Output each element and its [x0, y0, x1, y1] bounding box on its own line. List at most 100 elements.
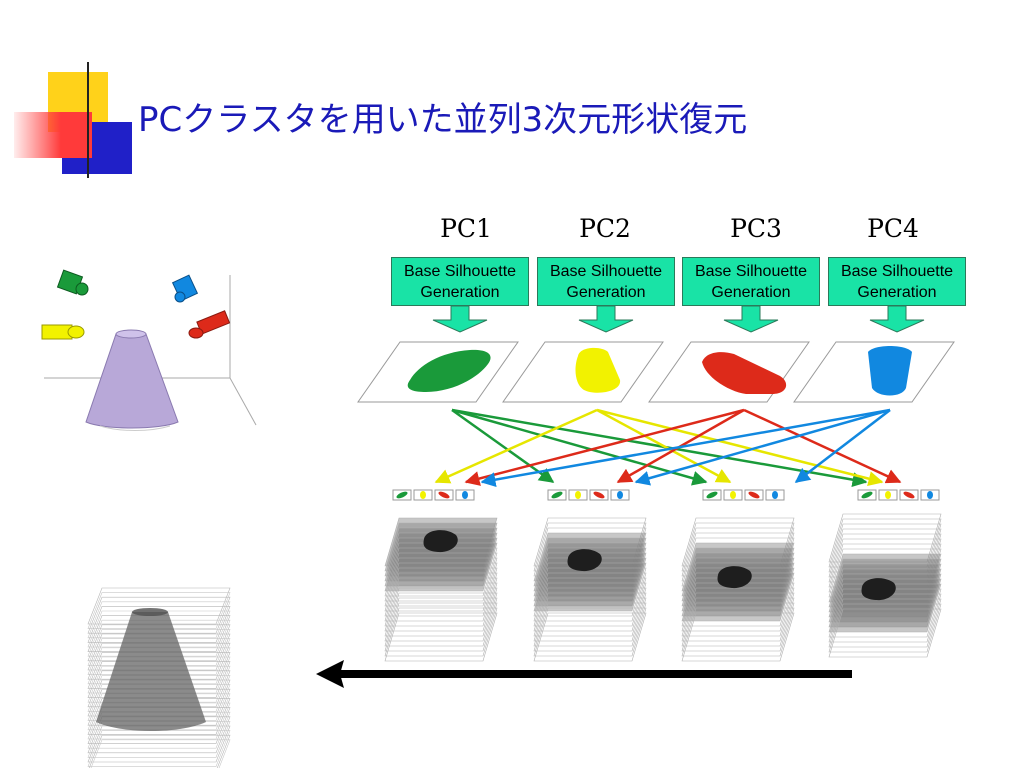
- pc2-label: PC2: [579, 214, 631, 243]
- slice: [681, 527, 795, 577]
- slice: [384, 572, 498, 622]
- pc3-label: PC3: [730, 214, 782, 243]
- slice: [533, 542, 647, 592]
- slice: [828, 538, 942, 588]
- slice: [828, 553, 942, 603]
- plane-2: [502, 341, 664, 403]
- slice: [384, 577, 498, 627]
- slice: [533, 567, 647, 617]
- slice: [533, 602, 647, 652]
- slice: [681, 522, 795, 572]
- down-arrows: [432, 305, 925, 333]
- slice: [828, 513, 942, 563]
- result-slice: [88, 734, 231, 768]
- result-slice: [87, 707, 231, 744]
- slice: [828, 578, 942, 628]
- slice: [681, 547, 795, 597]
- slice: [384, 537, 498, 587]
- plane-4: [793, 341, 955, 403]
- result-slice: [87, 633, 231, 671]
- slice: [533, 612, 647, 662]
- pc3-box-line2: Generation: [711, 284, 791, 301]
- thumb-row-2: [547, 489, 630, 501]
- ground-shadow: [99, 425, 171, 431]
- slice: [533, 577, 647, 627]
- result-slice: [87, 684, 231, 721]
- pc2-box-line1: Base Silhouette: [549, 263, 663, 280]
- slice: [384, 582, 498, 632]
- thumb-row-1: [392, 489, 475, 501]
- slice: [533, 557, 647, 607]
- slice: [828, 568, 942, 618]
- camera-green-icon: [56, 269, 89, 296]
- slice: [533, 522, 647, 572]
- slice: [533, 592, 647, 642]
- slice: [681, 577, 795, 627]
- result-slice: [87, 688, 231, 726]
- down-arrow-4: [869, 305, 925, 333]
- red-arrows: [464, 408, 902, 486]
- result-slice: [90, 739, 231, 768]
- title-decoration: [14, 62, 930, 178]
- slice: [828, 598, 942, 648]
- slice: [681, 517, 795, 567]
- slice: [681, 567, 795, 617]
- slice: [533, 527, 647, 577]
- slice: [533, 607, 647, 657]
- result-slice: [87, 606, 231, 643]
- slice: [681, 572, 795, 622]
- result-slice: [87, 652, 231, 689]
- result-slice: [87, 656, 231, 694]
- slice: [828, 543, 942, 593]
- voxel-slice-stacks: [384, 513, 942, 662]
- result-slice: [87, 619, 231, 657]
- result-slice: [87, 698, 231, 735]
- cross-section-blob: [861, 578, 896, 601]
- slice: [533, 562, 647, 612]
- slice: [681, 607, 795, 657]
- pc1-silhouette-box: Base Silhouette Generation: [391, 257, 529, 306]
- result-slice: [87, 725, 231, 763]
- slice-stack-3: [681, 517, 795, 662]
- result-slice: [87, 647, 231, 685]
- slice: [384, 567, 498, 617]
- blue-arrows: [480, 408, 891, 488]
- pc2-silhouette-box: Base Silhouette Generation: [537, 257, 675, 306]
- result-slice: [87, 693, 231, 731]
- camera-yellow-icon: [41, 324, 85, 340]
- slice: [384, 597, 498, 647]
- slice: [384, 562, 498, 612]
- slice: [384, 542, 498, 592]
- slice: [828, 533, 942, 583]
- slice: [533, 532, 647, 582]
- slice: [681, 552, 795, 602]
- slice: [533, 552, 647, 602]
- slice: [828, 528, 942, 578]
- down-arrow-3: [723, 305, 779, 333]
- result-cone: [96, 612, 206, 731]
- camera-blue-icon: [171, 274, 199, 303]
- slice: [533, 597, 647, 647]
- result-slice: [87, 642, 231, 680]
- slice: [828, 548, 942, 598]
- slice: [681, 602, 795, 652]
- slice: [681, 562, 795, 612]
- slice: [828, 563, 942, 613]
- pc1-box-line2: Generation: [420, 284, 500, 301]
- camera-red-icon: [188, 310, 231, 339]
- slice: [533, 517, 647, 567]
- silhouette-yellow: [575, 347, 621, 393]
- result-slice: [87, 638, 231, 675]
- slice: [384, 612, 498, 662]
- yellow-arrows: [434, 408, 884, 486]
- slice: [828, 518, 942, 568]
- silhouette-red: [702, 352, 787, 394]
- result-slice: [87, 596, 231, 634]
- pc4-silhouette-box: Base Silhouette Generation: [828, 257, 966, 306]
- cross-section-blob: [423, 530, 458, 553]
- camera-setup-scene: [41, 269, 257, 431]
- result-slice: [87, 670, 231, 708]
- pc3-box-line1: Base Silhouette: [694, 263, 808, 280]
- result-slice: [87, 587, 231, 625]
